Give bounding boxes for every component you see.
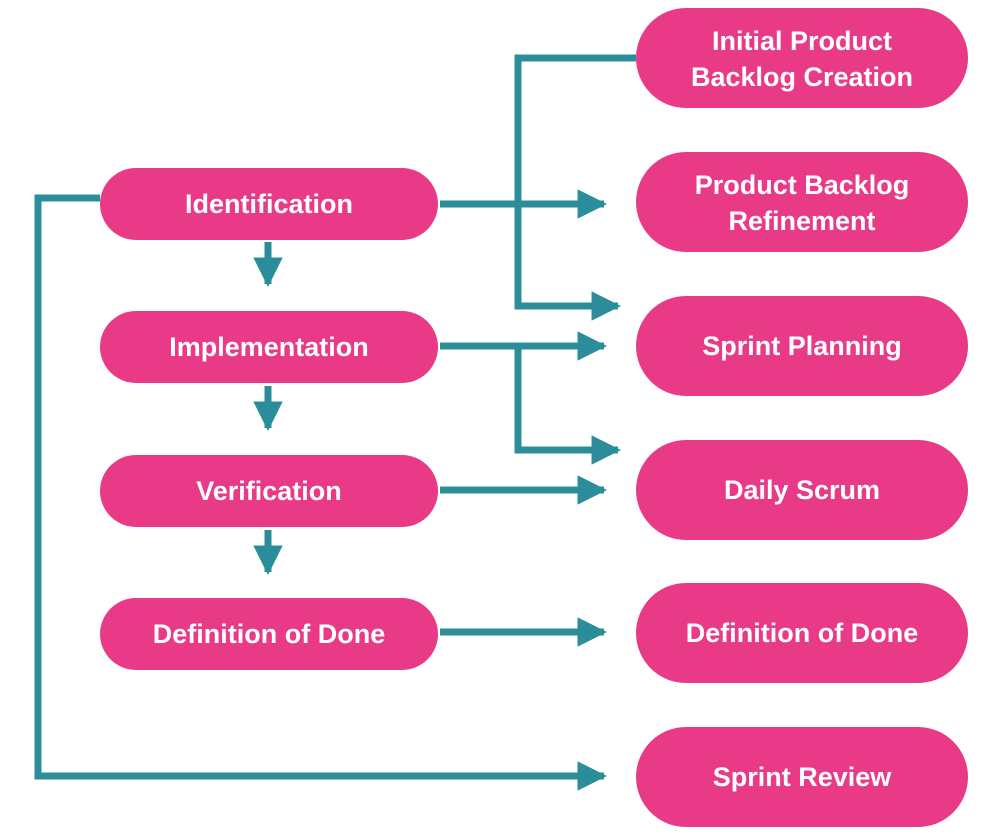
pill-shape bbox=[100, 598, 438, 670]
activity-daily-scrum[interactable]: Daily Scrum bbox=[636, 440, 968, 540]
left-steps: Identification Implementation Verificati… bbox=[100, 168, 438, 670]
activity-sprint-review[interactable]: Sprint Review bbox=[636, 727, 968, 827]
activity-product-backlog-refinement[interactable]: Product Backlog Refinement bbox=[636, 152, 968, 252]
pill-shape bbox=[636, 440, 968, 540]
activity-sprint-review-label: Sprint Review bbox=[713, 762, 893, 792]
pill-shape bbox=[636, 583, 968, 683]
activity-initial-backlog-line-2: Backlog Creation bbox=[691, 62, 913, 92]
connectors bbox=[34, 54, 636, 791]
connector-implementation-to-daily-scrum bbox=[514, 346, 621, 465]
activity-definition-of-done-label: Definition of Done bbox=[686, 618, 918, 648]
activity-definition-of-done[interactable]: Definition of Done bbox=[636, 583, 968, 683]
pill-shape bbox=[636, 8, 968, 108]
pill-shape bbox=[636, 727, 968, 827]
activity-initial-backlog-line-1: Initial Product bbox=[712, 26, 892, 56]
step-definition-of-done-label: Definition of Done bbox=[153, 619, 385, 649]
pill-shape bbox=[100, 168, 438, 240]
connector-identification-to-sprint-review bbox=[34, 194, 607, 791]
activity-sprint-planning[interactable]: Sprint Planning bbox=[636, 296, 968, 396]
step-implementation[interactable]: Implementation bbox=[100, 311, 438, 383]
right-activities: Initial Product Backlog Creation Product… bbox=[636, 8, 968, 827]
step-identification-label: Identification bbox=[185, 189, 353, 219]
pill-shape bbox=[100, 455, 438, 527]
step-identification[interactable]: Identification bbox=[100, 168, 438, 240]
pill-shape bbox=[100, 311, 438, 383]
step-definition-of-done[interactable]: Definition of Done bbox=[100, 598, 438, 670]
activity-refinement-line-1: Product Backlog bbox=[695, 170, 910, 200]
activity-sprint-planning-label: Sprint Planning bbox=[702, 331, 902, 361]
connector-initial-backlog-to-sprint-planning bbox=[514, 54, 636, 321]
pill-shape bbox=[636, 296, 968, 396]
pill-shape bbox=[636, 152, 968, 252]
activity-daily-scrum-label: Daily Scrum bbox=[724, 475, 880, 505]
step-implementation-label: Implementation bbox=[169, 332, 369, 362]
activity-refinement-line-2: Refinement bbox=[728, 206, 875, 236]
step-verification-label: Verification bbox=[196, 476, 342, 506]
step-verification[interactable]: Verification bbox=[100, 455, 438, 527]
activity-initial-product-backlog-creation[interactable]: Initial Product Backlog Creation bbox=[636, 8, 968, 108]
